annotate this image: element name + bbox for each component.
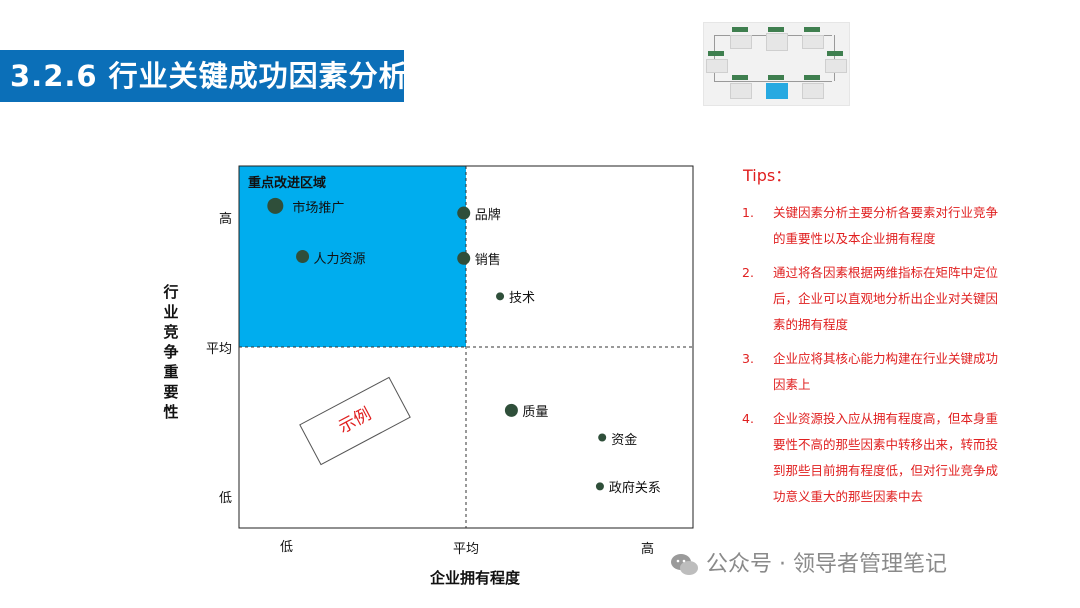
y-tick-low: 低 (219, 491, 233, 506)
tip-text: 通过将各因素根据两维指标在矩阵中定位后，企业可以直观地分析出企业对关键因素的拥有… (773, 265, 999, 332)
data-point (457, 206, 471, 220)
process-thumbnail (703, 22, 850, 106)
tip-number: 3. (742, 351, 754, 366)
point-label: 质量 (522, 405, 549, 421)
tip-item: 4. 企业资源投入应从拥有程度高，但本身重要性不高的那些因素中转移出来，转而投到那… (742, 406, 1008, 510)
watermark-text: 公众号 · 领导者管理笔记 (706, 552, 947, 577)
focus-zone (239, 166, 466, 347)
slide-title: 3.2.6 行业关键成功因素分析 (10, 59, 409, 93)
tip-text: 企业应将其核心能力构建在行业关键成功因素上 (773, 351, 999, 392)
x-tick-average: 平均 (453, 542, 480, 557)
title-bar: 3.2.6 行业关键成功因素分析 (0, 50, 408, 102)
point-label: 销售 (474, 253, 501, 269)
x-axis-label: 企业拥有程度 (429, 569, 520, 587)
tip-number: 4. (742, 411, 754, 426)
point-label: 品牌 (474, 208, 501, 224)
data-point (267, 197, 284, 214)
data-point (457, 251, 471, 265)
focus-zone-label: 重点改进区域 (248, 176, 327, 191)
tip-item: 2. 通过将各因素根据两维指标在矩阵中定位后，企业可以直观地分析出企业对关键因素的… (742, 260, 1008, 338)
x-tick-low: 低 (280, 540, 294, 555)
data-point (504, 403, 518, 417)
tip-text: 关键因素分析主要分析各要素对行业竞争的重要性以及本企业拥有程度 (773, 205, 999, 246)
point-label: 资金 (611, 432, 638, 448)
y-tick-high: 高 (219, 212, 233, 227)
tips-list: 1. 关键因素分析主要分析各要素对行业竞争的重要性以及本企业拥有程度 2. 通过将各… (742, 200, 1008, 518)
point-label: 技术 (509, 291, 536, 307)
point-label: 人力资源 (313, 251, 366, 267)
tip-item: 3. 企业应将其核心能力构建在行业关键成功因素上 (742, 346, 1008, 398)
tip-text: 企业资源投入应从拥有程度高，但本身重要性不高的那些因素中转移出来，转而投到那些目… (773, 411, 999, 504)
wechat-icon (671, 554, 698, 575)
tip-item: 1. 关键因素分析主要分析各要素对行业竞争的重要性以及本企业拥有程度 (742, 200, 1008, 252)
data-point (595, 482, 604, 491)
watermark: 公众号 · 领导者管理笔记 (670, 548, 947, 582)
point-label: 市场推广 (292, 200, 345, 216)
tip-number: 1. (742, 205, 754, 220)
point-label: 政府关系 (608, 481, 661, 497)
data-points (267, 197, 607, 491)
tip-number: 2. (742, 265, 754, 280)
x-tick-high: 高 (641, 542, 655, 557)
data-point (496, 292, 505, 301)
data-point (296, 250, 310, 263)
y-tick-average: 平均 (206, 342, 233, 357)
tips-heading: Tips： (743, 166, 792, 185)
y-axis-label: 行业竞争重要性 (163, 283, 179, 421)
data-point (598, 433, 607, 442)
